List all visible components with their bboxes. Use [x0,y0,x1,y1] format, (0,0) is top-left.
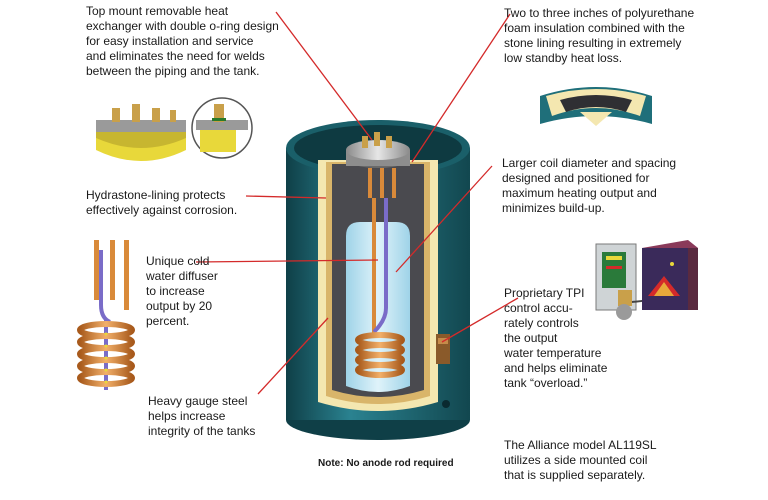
callout-model: The Alliance model AL119SL utilizes a si… [504,438,657,482]
callout-insulation: Two to three inches of polyurethane foam… [504,6,695,65]
callout-lines [195,11,519,395]
callout-heat-exchanger: Top mount removable heat exchanger with … [86,4,279,78]
callout-steel: Heavy gauge steel helps increase integri… [148,394,256,438]
tpi-control-unit [595,243,673,320]
callout-lining: Hydrastone-lining protects effectively a… [86,188,238,217]
control-product-box [642,240,698,310]
exchanger-detail-circle [191,97,253,159]
callout-coil: Larger coil diameter and spacing designe… [502,156,677,215]
callout-control: Proprietary TPI control accu- rately con… [504,286,608,390]
insulation-cutaway [540,87,652,126]
heat-exchanger-head [346,132,410,198]
coil-diffuser-illustration [77,240,135,390]
callout-diffuser: Unique cold water diffuser to increase o… [146,254,218,328]
coil [355,198,405,378]
anode-note: Note: No anode rod required [318,458,454,469]
exchanger-cutaway [96,104,186,161]
